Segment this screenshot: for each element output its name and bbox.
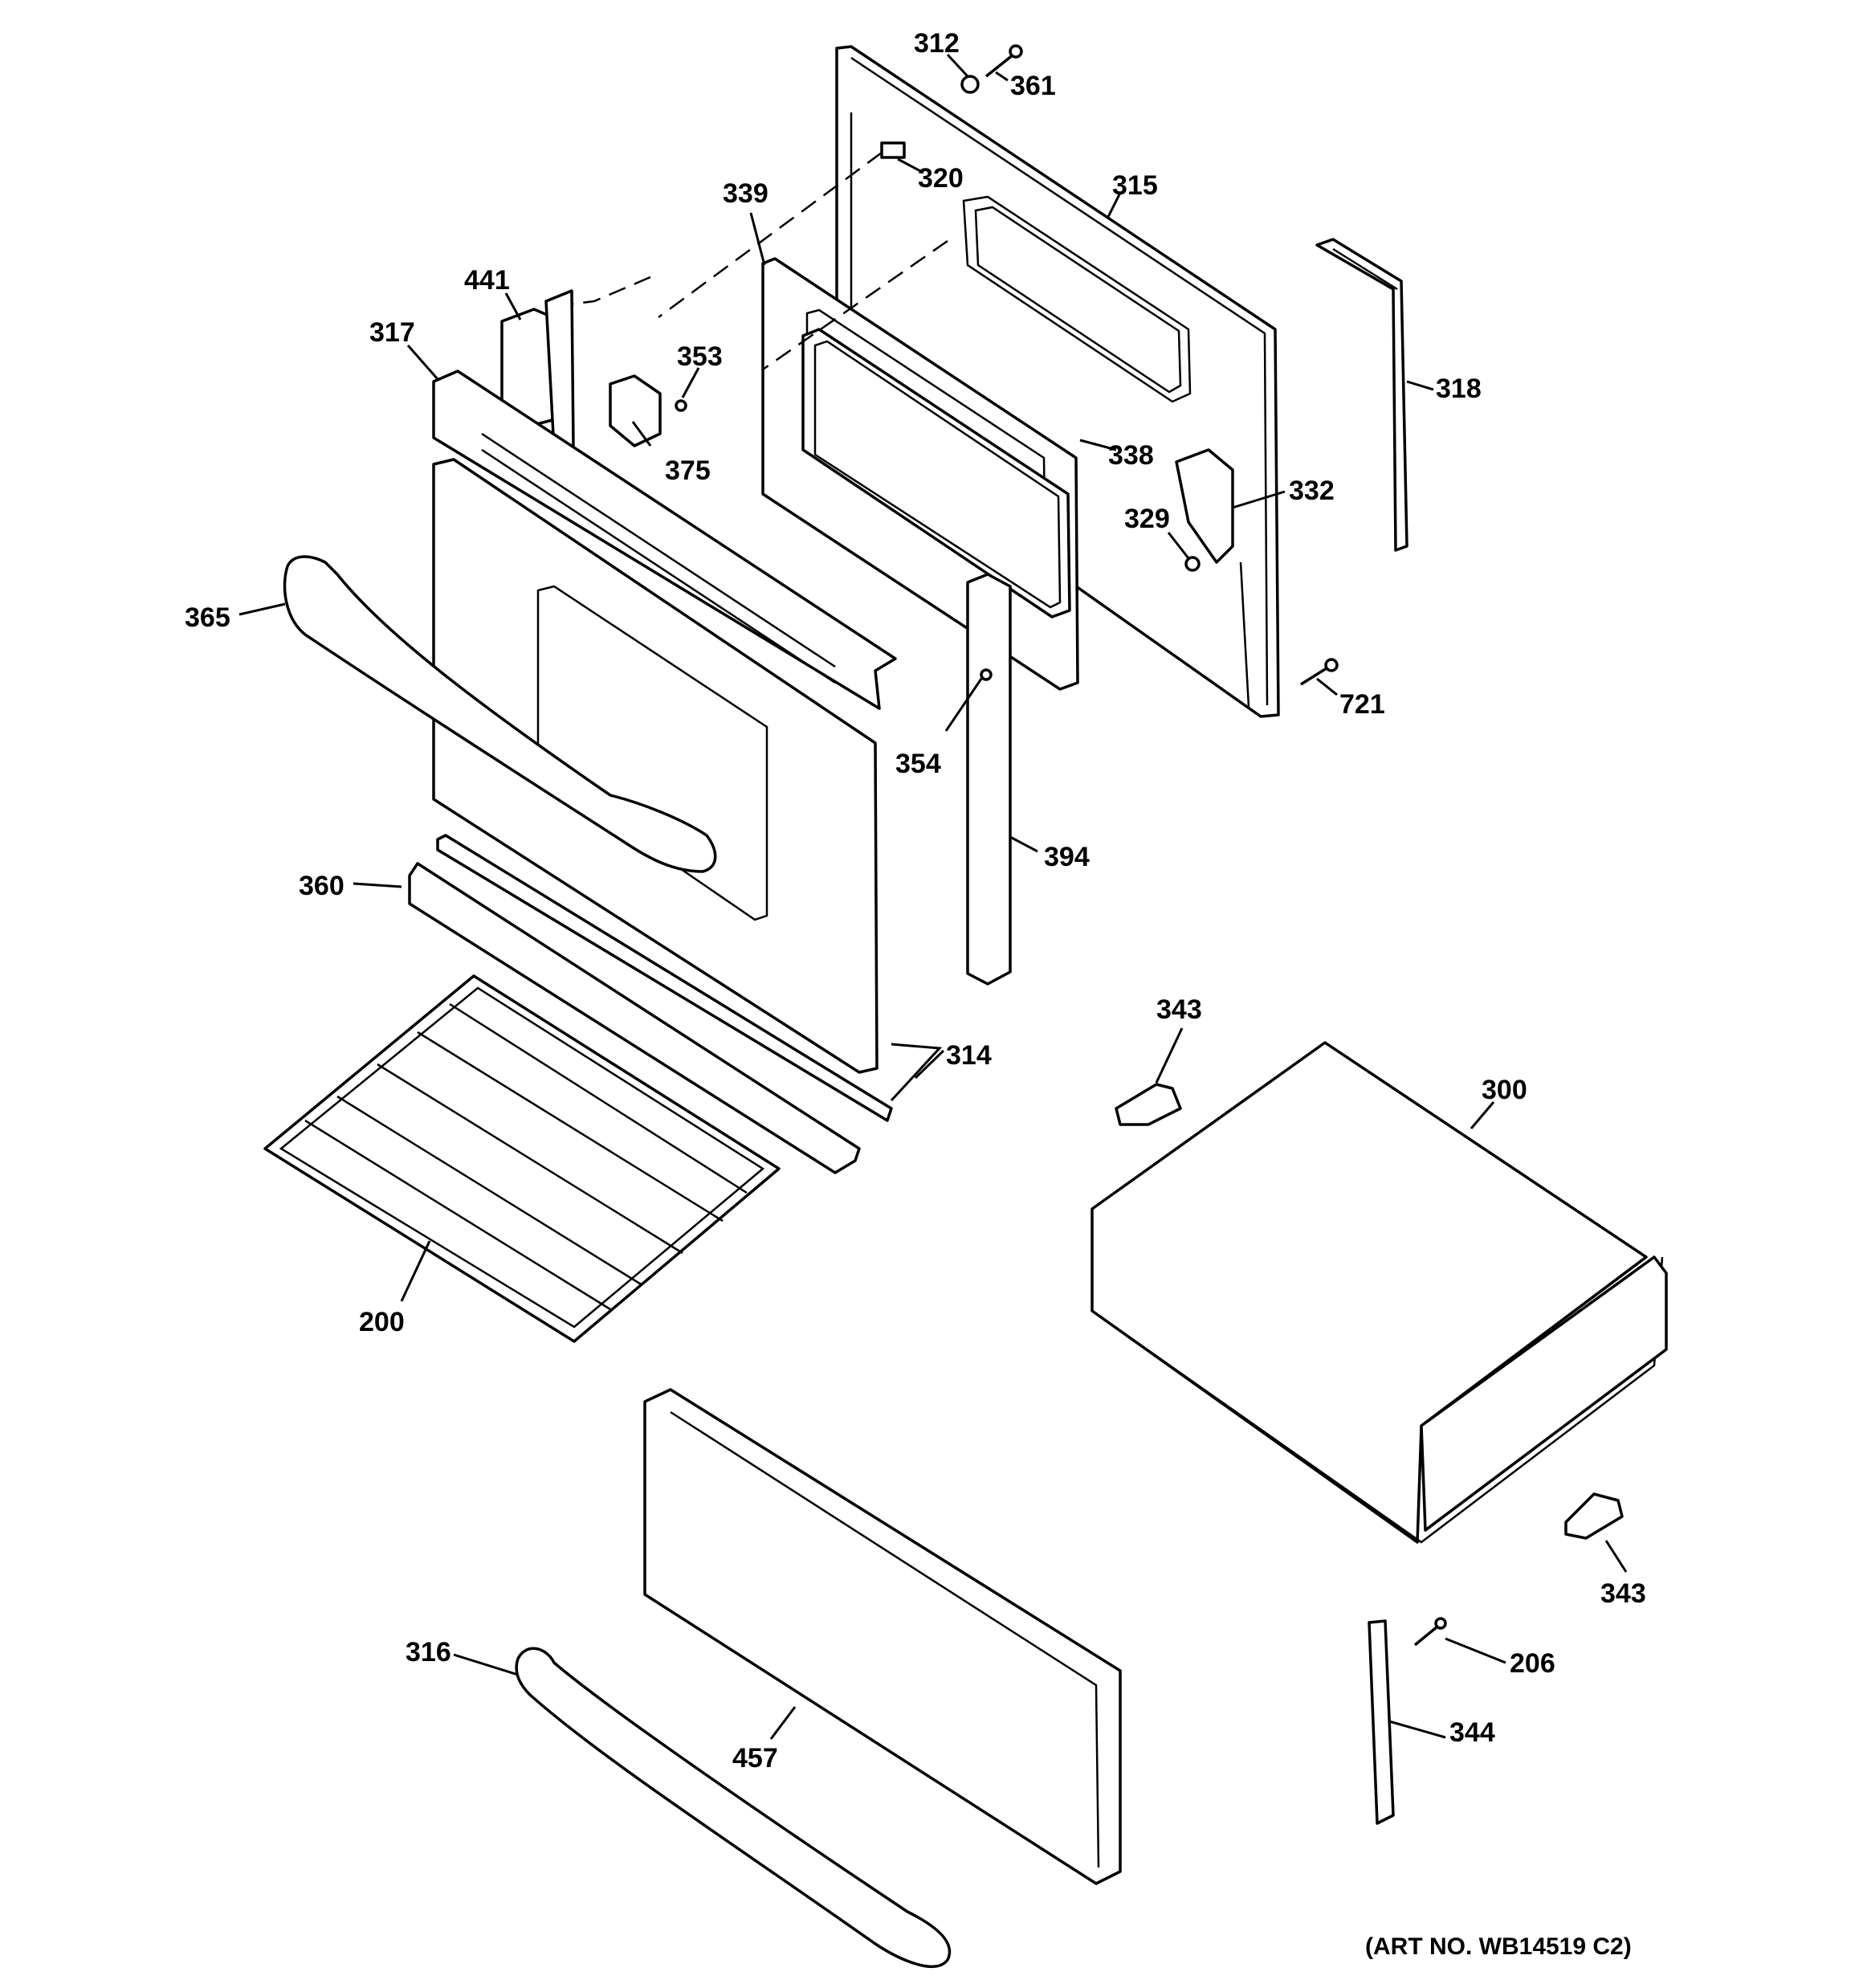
part-394-door-side-trim (966, 573, 1012, 986)
label-353: 353 (677, 341, 723, 372)
part-316-drawer-handle (515, 1647, 952, 1968)
label-315: 315 (1112, 170, 1158, 201)
part-300-storage-drawer (1090, 1041, 1668, 1544)
label-354: 354 (895, 749, 941, 779)
label-314: 314 (946, 1040, 992, 1071)
part-332-hinge-receiver (1175, 448, 1234, 564)
label-318: 318 (1436, 374, 1482, 404)
label-320: 320 (918, 163, 964, 194)
label-317: 317 (369, 317, 415, 348)
part-343-drawer-glide-left (1115, 1083, 1182, 1126)
label-332: 332 (1289, 476, 1335, 506)
part-320-hinge-pin (880, 141, 906, 159)
part-318-door-side-trim (1315, 238, 1408, 552)
label-344: 344 (1449, 1717, 1495, 1748)
label-206: 206 (1510, 1648, 1555, 1679)
part-312-nut (960, 75, 980, 94)
part-344-drawer-rail (1368, 1619, 1395, 1825)
label-343-right: 343 (1600, 1578, 1646, 1609)
label-361: 361 (1010, 71, 1056, 101)
dashed-assembly-line-1 (658, 151, 883, 319)
part-200-oven-rack (263, 974, 781, 1343)
part-375-bracket (609, 374, 662, 447)
part-317-door-vent-trim (432, 369, 897, 710)
label-457: 457 (732, 1743, 778, 1774)
leader-lines (238, 53, 1628, 1740)
part-329-screw (1184, 556, 1201, 572)
part-314-door-frame-bottom (436, 834, 893, 1122)
part-206-screw (1413, 1617, 1447, 1647)
label-338: 338 (1108, 440, 1154, 471)
part-457-drawer-front-panel (643, 1388, 1122, 1885)
part-721-screw (1300, 658, 1339, 686)
label-721: 721 (1339, 689, 1385, 720)
label-312: 312 (914, 28, 960, 59)
label-329: 329 (1124, 504, 1170, 534)
part-338-oven-door-glass (801, 328, 1071, 618)
label-360: 360 (299, 871, 344, 901)
label-343-left: 343 (1156, 994, 1202, 1025)
label-300: 300 (1482, 1075, 1527, 1105)
part-343-drawer-glide-right (1564, 1492, 1624, 1540)
label-394: 394 (1044, 842, 1090, 872)
part-353-screw (675, 399, 687, 412)
label-339: 339 (723, 178, 768, 209)
label-316: 316 (406, 1637, 451, 1668)
part-361-screw (984, 44, 1023, 78)
label-441: 441 (464, 265, 510, 296)
part-365-door-handle (283, 555, 717, 873)
part-441-hinge (500, 289, 575, 451)
label-375: 375 (665, 455, 711, 486)
dashed-assembly-line-3 (762, 239, 948, 371)
part-315-door-inner-panel (835, 45, 1280, 718)
part-354-screw (980, 668, 993, 681)
dashed-assembly-line-2 (561, 276, 651, 307)
label-365: 365 (185, 602, 230, 633)
part-360-door-bottom-trim (408, 862, 861, 1174)
label-200: 200 (359, 1307, 405, 1337)
art-number: (ART NO. WB14519 C2) (1365, 1933, 1632, 1960)
